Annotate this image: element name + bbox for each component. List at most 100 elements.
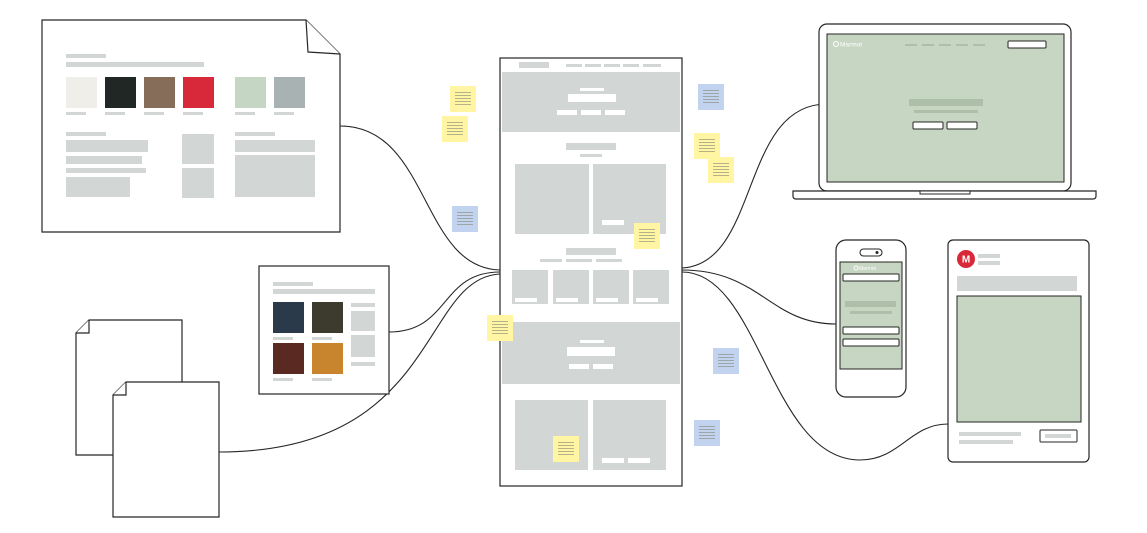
doc-text-bar: [66, 168, 146, 173]
laptop-nav-item: [939, 44, 951, 46]
sticky-note-blue: [452, 206, 478, 232]
laptop-hero-button: [946, 121, 978, 130]
color-swatch: [66, 77, 97, 108]
doc-text-bar: [66, 156, 142, 164]
swatch-label: [105, 112, 125, 115]
wireframe-section-subtitle: [566, 259, 592, 262]
wireframe-card-button: [628, 458, 650, 463]
tablet-header-text: [978, 254, 1000, 258]
color-swatch: [183, 77, 214, 108]
color-swatch: [273, 343, 304, 374]
sticky-notes: [442, 84, 739, 462]
sticky-note-yellow: [708, 157, 734, 183]
color-swatch: [274, 77, 305, 108]
tablet-footer-text: [959, 440, 1013, 444]
laptop-nav-item: [956, 44, 968, 46]
phone-hero-subtitle: [850, 311, 892, 314]
swatch-label: [273, 378, 293, 381]
connector-laptop: [681, 103, 828, 269]
sticky-note-yellow: [442, 116, 468, 142]
wireframe-hero-button: [605, 110, 625, 115]
doc-text-bar: [235, 140, 315, 152]
wireframe-section-title: [566, 248, 616, 255]
brand-logo-icon: [833, 41, 839, 47]
swatch-label: [66, 112, 86, 115]
wireframe-card-button: [602, 220, 624, 225]
swatch-label: [235, 112, 255, 115]
laptop-screen: [826, 33, 1065, 183]
doc-text-bar: [235, 132, 275, 136]
tablet-device: M: [947, 239, 1090, 463]
doc-heading-bar: [66, 62, 204, 67]
wireframe-tile-label: [515, 298, 537, 302]
webpage-wireframe: [499, 57, 683, 487]
doc-heading-bar: [273, 282, 313, 286]
wireframe-banner-title: [567, 347, 615, 356]
wireframe-banner-title: [580, 340, 604, 343]
sticky-note-yellow: [553, 436, 579, 462]
swatch-label: [144, 112, 164, 115]
blank-documents: [75, 319, 220, 518]
phone-button: [842, 338, 900, 347]
phone-speaker: [859, 248, 883, 257]
document-outline: [41, 19, 341, 233]
laptop-nav-item: [973, 44, 985, 46]
phone-hero-title: [845, 301, 896, 307]
wireframe-section-subtitle: [580, 154, 602, 157]
tablet-header-text: [978, 261, 1000, 265]
wireframe-nav-item: [604, 64, 620, 67]
doc-text-bar: [351, 303, 375, 307]
tablet-title-bar: [957, 276, 1077, 291]
doc-text-bar: [66, 132, 106, 136]
swatch-label: [312, 337, 332, 340]
brand-name: Marmot: [840, 42, 862, 49]
wireframe-section-subtitle: [540, 259, 562, 262]
wireframe-logo: [519, 62, 549, 68]
swatch-label: [274, 112, 294, 115]
sticky-note-blue: [694, 420, 720, 446]
brand-logo-icon: [957, 250, 975, 268]
color-swatch-group: [66, 77, 305, 115]
wireframe-nav-item: [566, 64, 582, 67]
color-swatch: [105, 77, 136, 108]
sticky-note-yellow: [634, 223, 660, 249]
connector-lines: [218, 103, 949, 461]
laptop-nav-item: [922, 44, 934, 46]
wireframe-nav-item: [585, 64, 601, 67]
laptop-header-button: [1007, 40, 1047, 49]
wireframe-nav-item: [643, 64, 661, 67]
wireframe-section-title: [566, 143, 616, 150]
tablet-footer-button-label: [1045, 434, 1071, 438]
laptop-base: [792, 190, 1097, 200]
doc-heading-bar: [66, 54, 106, 58]
wireframe-card: [515, 164, 589, 234]
wireframe-section-subtitle: [596, 259, 622, 262]
secondary-guide-document: [258, 265, 390, 395]
sticky-note-blue: [698, 84, 724, 110]
folded-corner: [305, 19, 341, 55]
folded-corner: [76, 320, 90, 334]
wireframe-tile-label: [556, 298, 578, 302]
doc-heading-bar: [273, 289, 375, 294]
sticky-note-yellow: [487, 315, 513, 341]
tablet-footer-text: [959, 432, 1021, 436]
blank-document-front: [112, 381, 220, 518]
laptop-nav-item: [905, 44, 917, 46]
wireframe-tile-label: [596, 298, 618, 302]
color-swatch: [235, 77, 266, 108]
wireframe-banner-button: [569, 364, 589, 369]
laptop-trackpad-notch: [919, 190, 971, 195]
phone-button: [842, 326, 900, 335]
wireframe-nav-item: [623, 64, 639, 67]
laptop-hero-subtitle: [914, 110, 978, 113]
swatch-label: [183, 112, 203, 115]
connector-phone: [681, 269, 837, 325]
laptop-device: Marmot: [792, 23, 1097, 200]
wireframe-tile-label: [636, 298, 658, 302]
brand-logo-icon: [853, 265, 859, 271]
doc-text-bar: [351, 362, 375, 366]
wireframe-hero-title: [580, 88, 604, 91]
connector-secondary-guide: [388, 271, 501, 333]
connector-tablet: [681, 271, 949, 461]
